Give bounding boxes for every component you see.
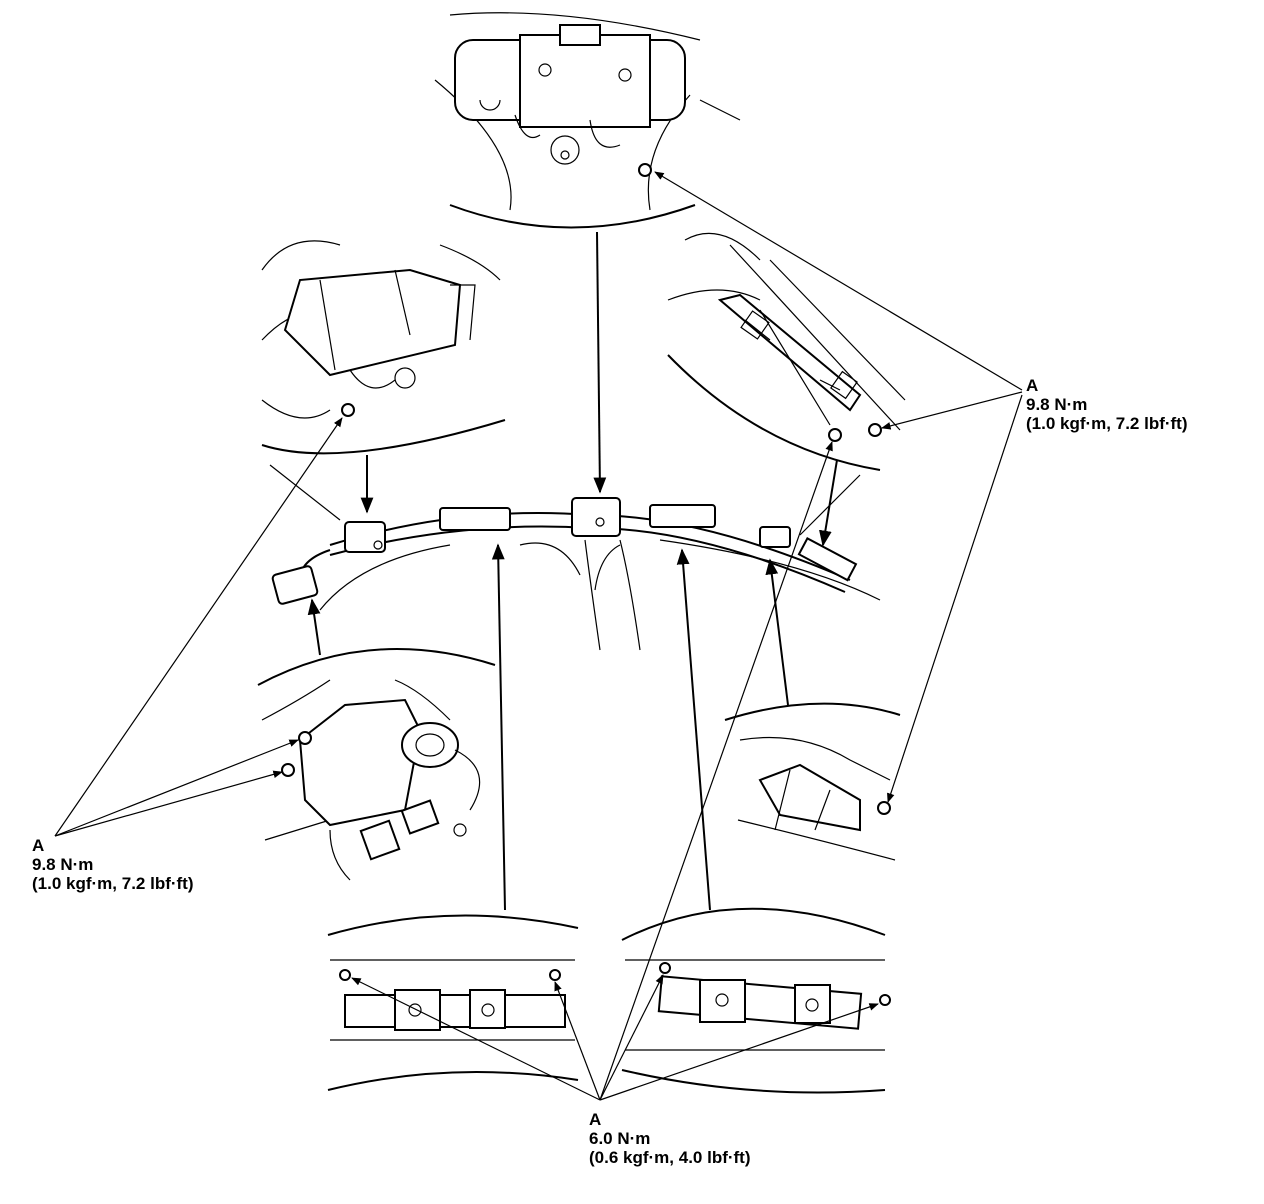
callout-torque-alt: (1.0 kgf·m, 7.2 lbf·ft): [32, 874, 194, 893]
detail-view-lower-right: [724, 702, 901, 861]
torque-callout-top-right: A 9.8 N·m (1.0 kgf·m, 7.2 lbf·ft): [1026, 376, 1188, 433]
curtain-airbag-assembly: [269, 464, 881, 651]
torque-callout-left: A 9.8 N·m (1.0 kgf·m, 7.2 lbf·ft): [32, 836, 194, 893]
bolt-icon: [877, 801, 891, 815]
bolt-icon: [879, 994, 891, 1006]
bolt-icon: [341, 403, 355, 417]
assembly-arrows: [307, 231, 838, 911]
callout-torque: 9.8 N·m: [32, 855, 94, 874]
callout-letter: A: [32, 836, 45, 855]
callout-letter: A: [589, 1110, 602, 1129]
bolt-icon: [828, 428, 842, 442]
bolt-icon: [339, 969, 351, 981]
bolt-icon: [868, 423, 882, 437]
bolt-icon: [298, 731, 312, 745]
detail-view-lower-center-right: [621, 907, 891, 1094]
bolt-icon: [638, 163, 652, 177]
detail-view-lower-center-left: [327, 914, 579, 1091]
callout-letter: A: [1026, 376, 1039, 395]
detail-view-top: [434, 12, 741, 229]
callout-torque: 9.8 N·m: [1026, 395, 1088, 414]
callout-torque: 6.0 N·m: [589, 1129, 651, 1148]
bolt-icon: [659, 962, 671, 974]
detail-view-upper-left: [261, 240, 506, 455]
detail-view-inflator: [257, 648, 496, 881]
bolt-icon: [549, 969, 561, 981]
callout-torque-alt: (0.6 kgf·m, 4.0 lbf·ft): [589, 1148, 751, 1167]
detail-view-upper-right: [667, 232, 906, 471]
callout-torque-alt: (1.0 kgf·m, 7.2 lbf·ft): [1026, 414, 1188, 433]
bolt-icon: [281, 763, 295, 777]
leader-lines: [54, 171, 1023, 1101]
torque-callout-bottom: A 6.0 N·m (0.6 kgf·m, 4.0 lbf·ft): [589, 1110, 751, 1167]
